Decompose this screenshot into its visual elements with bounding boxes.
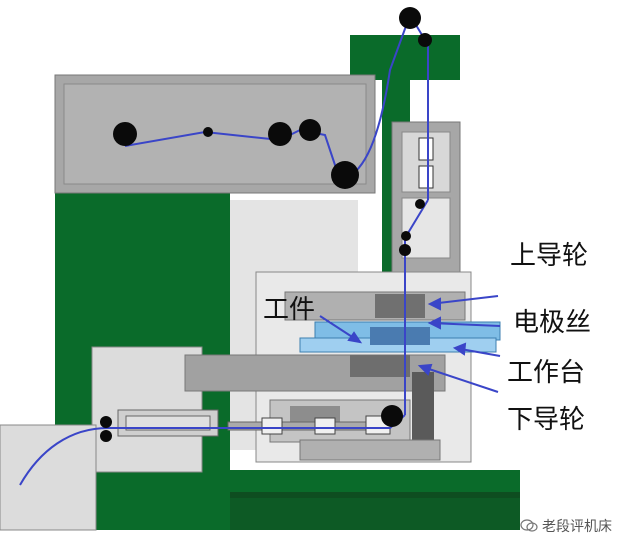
base-ribbing	[230, 492, 520, 498]
label-lower-guide-wheel: 下导轮	[507, 405, 586, 435]
chat-bubbles-icon	[520, 519, 538, 532]
wire-rollers	[100, 7, 432, 442]
watermark-text: 老段评机床	[542, 519, 612, 535]
label-upper-guide-wheel: 上导轮	[510, 241, 589, 271]
label-workpiece: 工件	[263, 295, 316, 325]
label-electrode-wire: 电极丝	[513, 308, 592, 338]
label-arrows	[319, 295, 501, 393]
upper-guide-wheel	[399, 244, 411, 256]
lower-guide-wheel	[381, 405, 403, 427]
watermark: 老段评机床	[520, 516, 612, 536]
worktable-block	[184, 354, 446, 442]
label-worktable: 工作台	[507, 358, 586, 388]
workpiece-block	[299, 321, 501, 353]
